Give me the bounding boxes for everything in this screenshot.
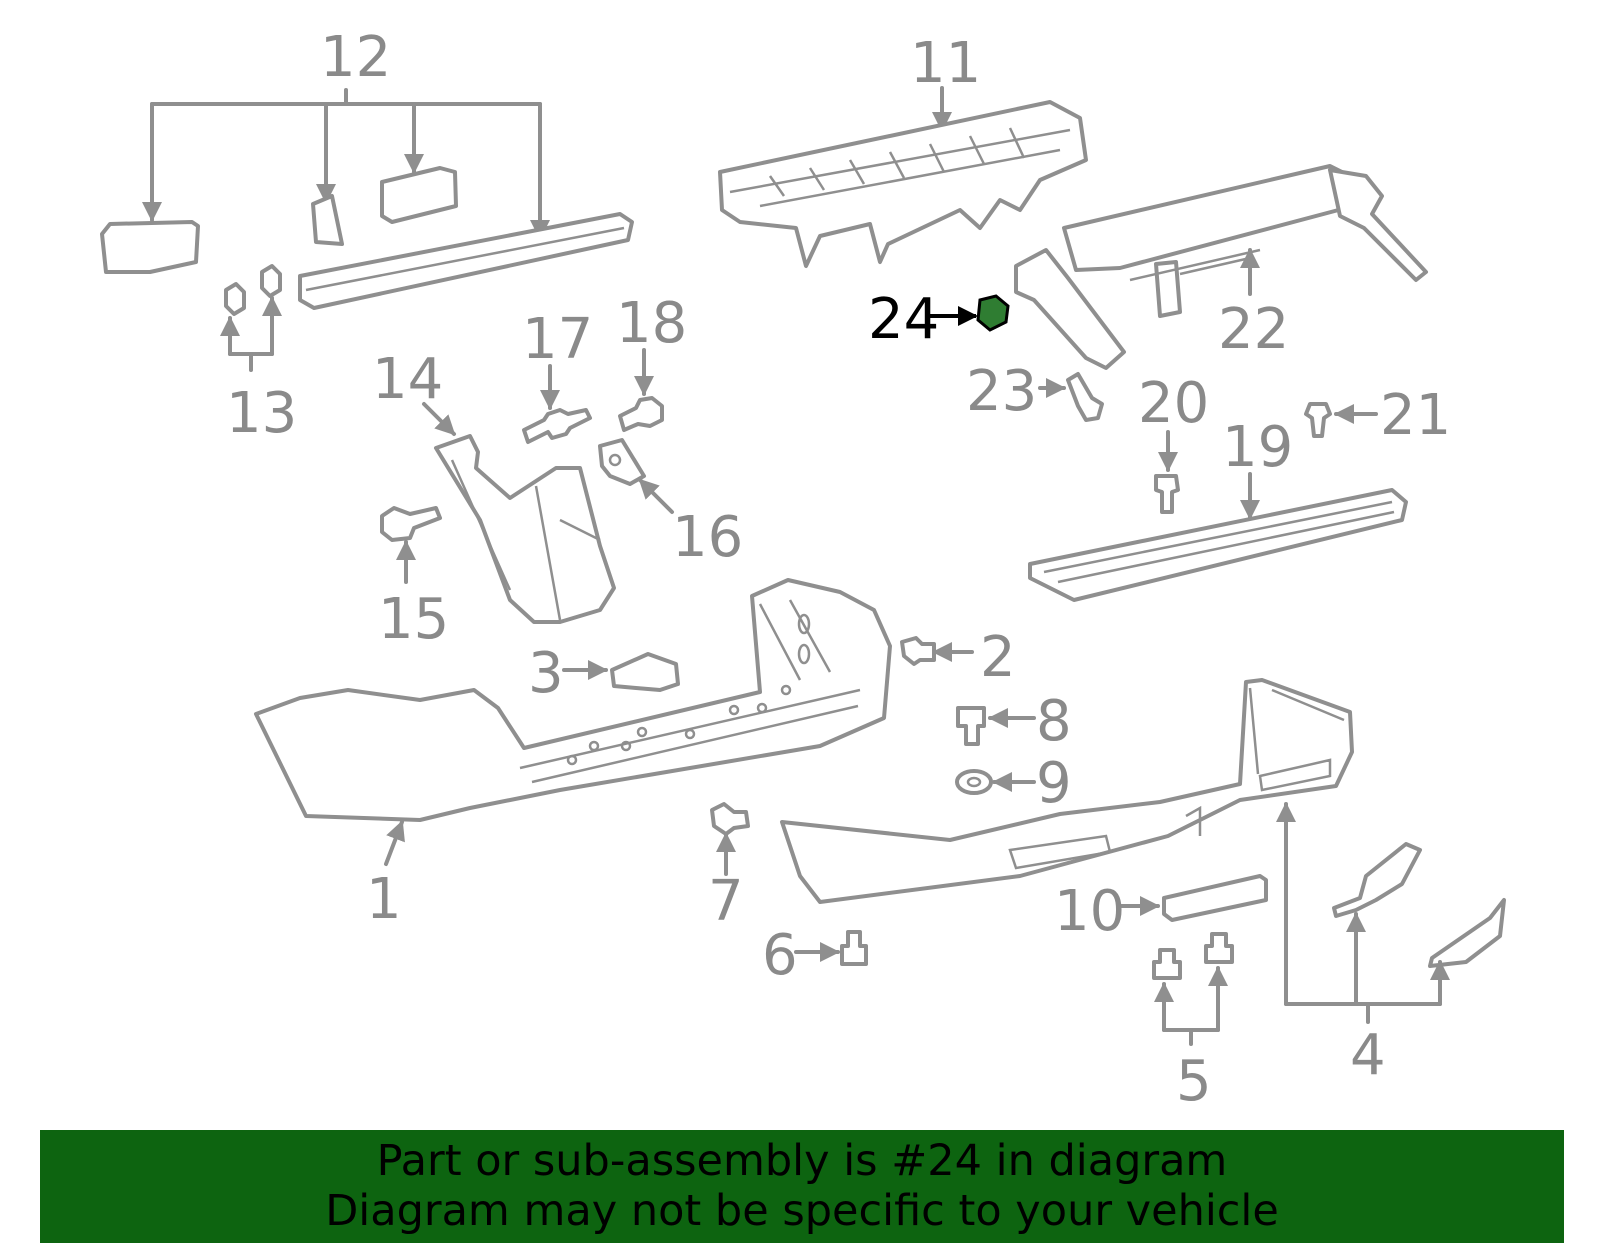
callout-7: 7 <box>708 869 744 934</box>
part-23-group <box>1038 372 1104 422</box>
callout-15: 15 <box>378 587 449 652</box>
part-7-group <box>710 802 750 876</box>
part-2-group <box>900 636 974 666</box>
mud-guard <box>434 434 616 624</box>
part-14-group <box>422 402 616 624</box>
callout-20: 20 <box>1138 371 1209 436</box>
bolt-21 <box>1304 402 1332 438</box>
pad-10 <box>1162 874 1268 922</box>
callout-10: 10 <box>1054 879 1125 944</box>
cover-4b <box>1428 898 1506 968</box>
callout-17: 17 <box>522 307 593 372</box>
bolt-20 <box>1154 474 1180 514</box>
part-1-group <box>254 578 892 866</box>
callout-9: 9 <box>1036 751 1072 816</box>
callout-19: 19 <box>1222 415 1293 480</box>
trailer-hitch <box>1062 164 1348 272</box>
clip-17 <box>522 408 592 444</box>
part-21-group <box>1304 402 1378 438</box>
part-20-group <box>1154 430 1180 514</box>
part-4-group <box>1276 802 1506 1024</box>
washer-9 <box>955 769 993 795</box>
step-bumper-group <box>780 678 1354 904</box>
banner-line-2: Diagram may not be specific to your vehi… <box>325 1186 1279 1236</box>
bolt-23 <box>1066 372 1104 422</box>
callout-11: 11 <box>910 31 981 96</box>
callout-21: 21 <box>1380 383 1451 448</box>
part-19-group <box>1028 472 1408 602</box>
part-18-group <box>618 348 664 432</box>
callout-14: 14 <box>372 347 443 412</box>
bolt-5a <box>1152 948 1182 980</box>
part-24-group <box>930 294 1010 332</box>
clip-2 <box>900 636 936 666</box>
bracket-4a <box>1332 842 1422 918</box>
callout-18: 18 <box>616 291 687 356</box>
clip-7 <box>710 802 750 836</box>
part-22-group <box>1014 164 1428 370</box>
part-8-group <box>956 706 1036 746</box>
bumper-reinforcement <box>298 212 634 310</box>
callout-3: 3 <box>528 641 564 706</box>
callout-24: 24 <box>868 287 939 352</box>
step-bumper <box>780 678 1354 904</box>
callout-4: 4 <box>1350 1023 1386 1088</box>
bolt-6 <box>840 930 868 966</box>
callout-12: 12 <box>320 25 391 90</box>
callout-23: 23 <box>966 359 1037 424</box>
part-6-group <box>794 930 868 966</box>
bracket-3 <box>610 652 680 692</box>
callout-labels: 1 2 3 4 5 6 7 8 9 10 11 12 13 14 15 16 1… <box>226 25 1451 1114</box>
part-10-group <box>1118 874 1268 922</box>
callout-13: 13 <box>226 381 297 446</box>
bracket-plate <box>380 166 458 224</box>
part-12-group <box>100 88 634 310</box>
clip-18 <box>618 396 664 432</box>
bumper-cover <box>254 578 892 822</box>
callout-5: 5 <box>1176 1049 1212 1114</box>
callout-16: 16 <box>672 505 743 570</box>
callout-6: 6 <box>762 923 798 988</box>
part-11-group <box>718 86 1088 268</box>
callout-1: 1 <box>366 867 402 932</box>
part-17-group <box>522 364 592 444</box>
bolt-8 <box>956 706 986 746</box>
part-9-group <box>955 769 1036 795</box>
part-3-group <box>562 652 680 692</box>
small-bracket <box>311 194 344 246</box>
retainer-16 <box>598 438 646 486</box>
part-5-group <box>1152 932 1234 1046</box>
info-banner: Part or sub-assembly is #24 in diagram D… <box>40 1130 1564 1243</box>
callout-22: 22 <box>1218 297 1289 362</box>
banner-line-1: Part or sub-assembly is #24 in diagram <box>376 1136 1228 1186</box>
nut-13a <box>224 282 246 316</box>
part-15-group <box>380 506 442 584</box>
corner-bracket-left <box>100 220 200 274</box>
part-13-group <box>220 264 282 372</box>
step-pad <box>1028 488 1408 602</box>
bolt-5b <box>1204 932 1234 964</box>
clip-15 <box>380 506 442 542</box>
part-16-group <box>598 438 674 514</box>
nut-13b <box>260 264 282 298</box>
callout-8: 8 <box>1036 689 1072 754</box>
callout-2: 2 <box>980 625 1016 690</box>
highlighted-nut-24 <box>976 294 1010 332</box>
